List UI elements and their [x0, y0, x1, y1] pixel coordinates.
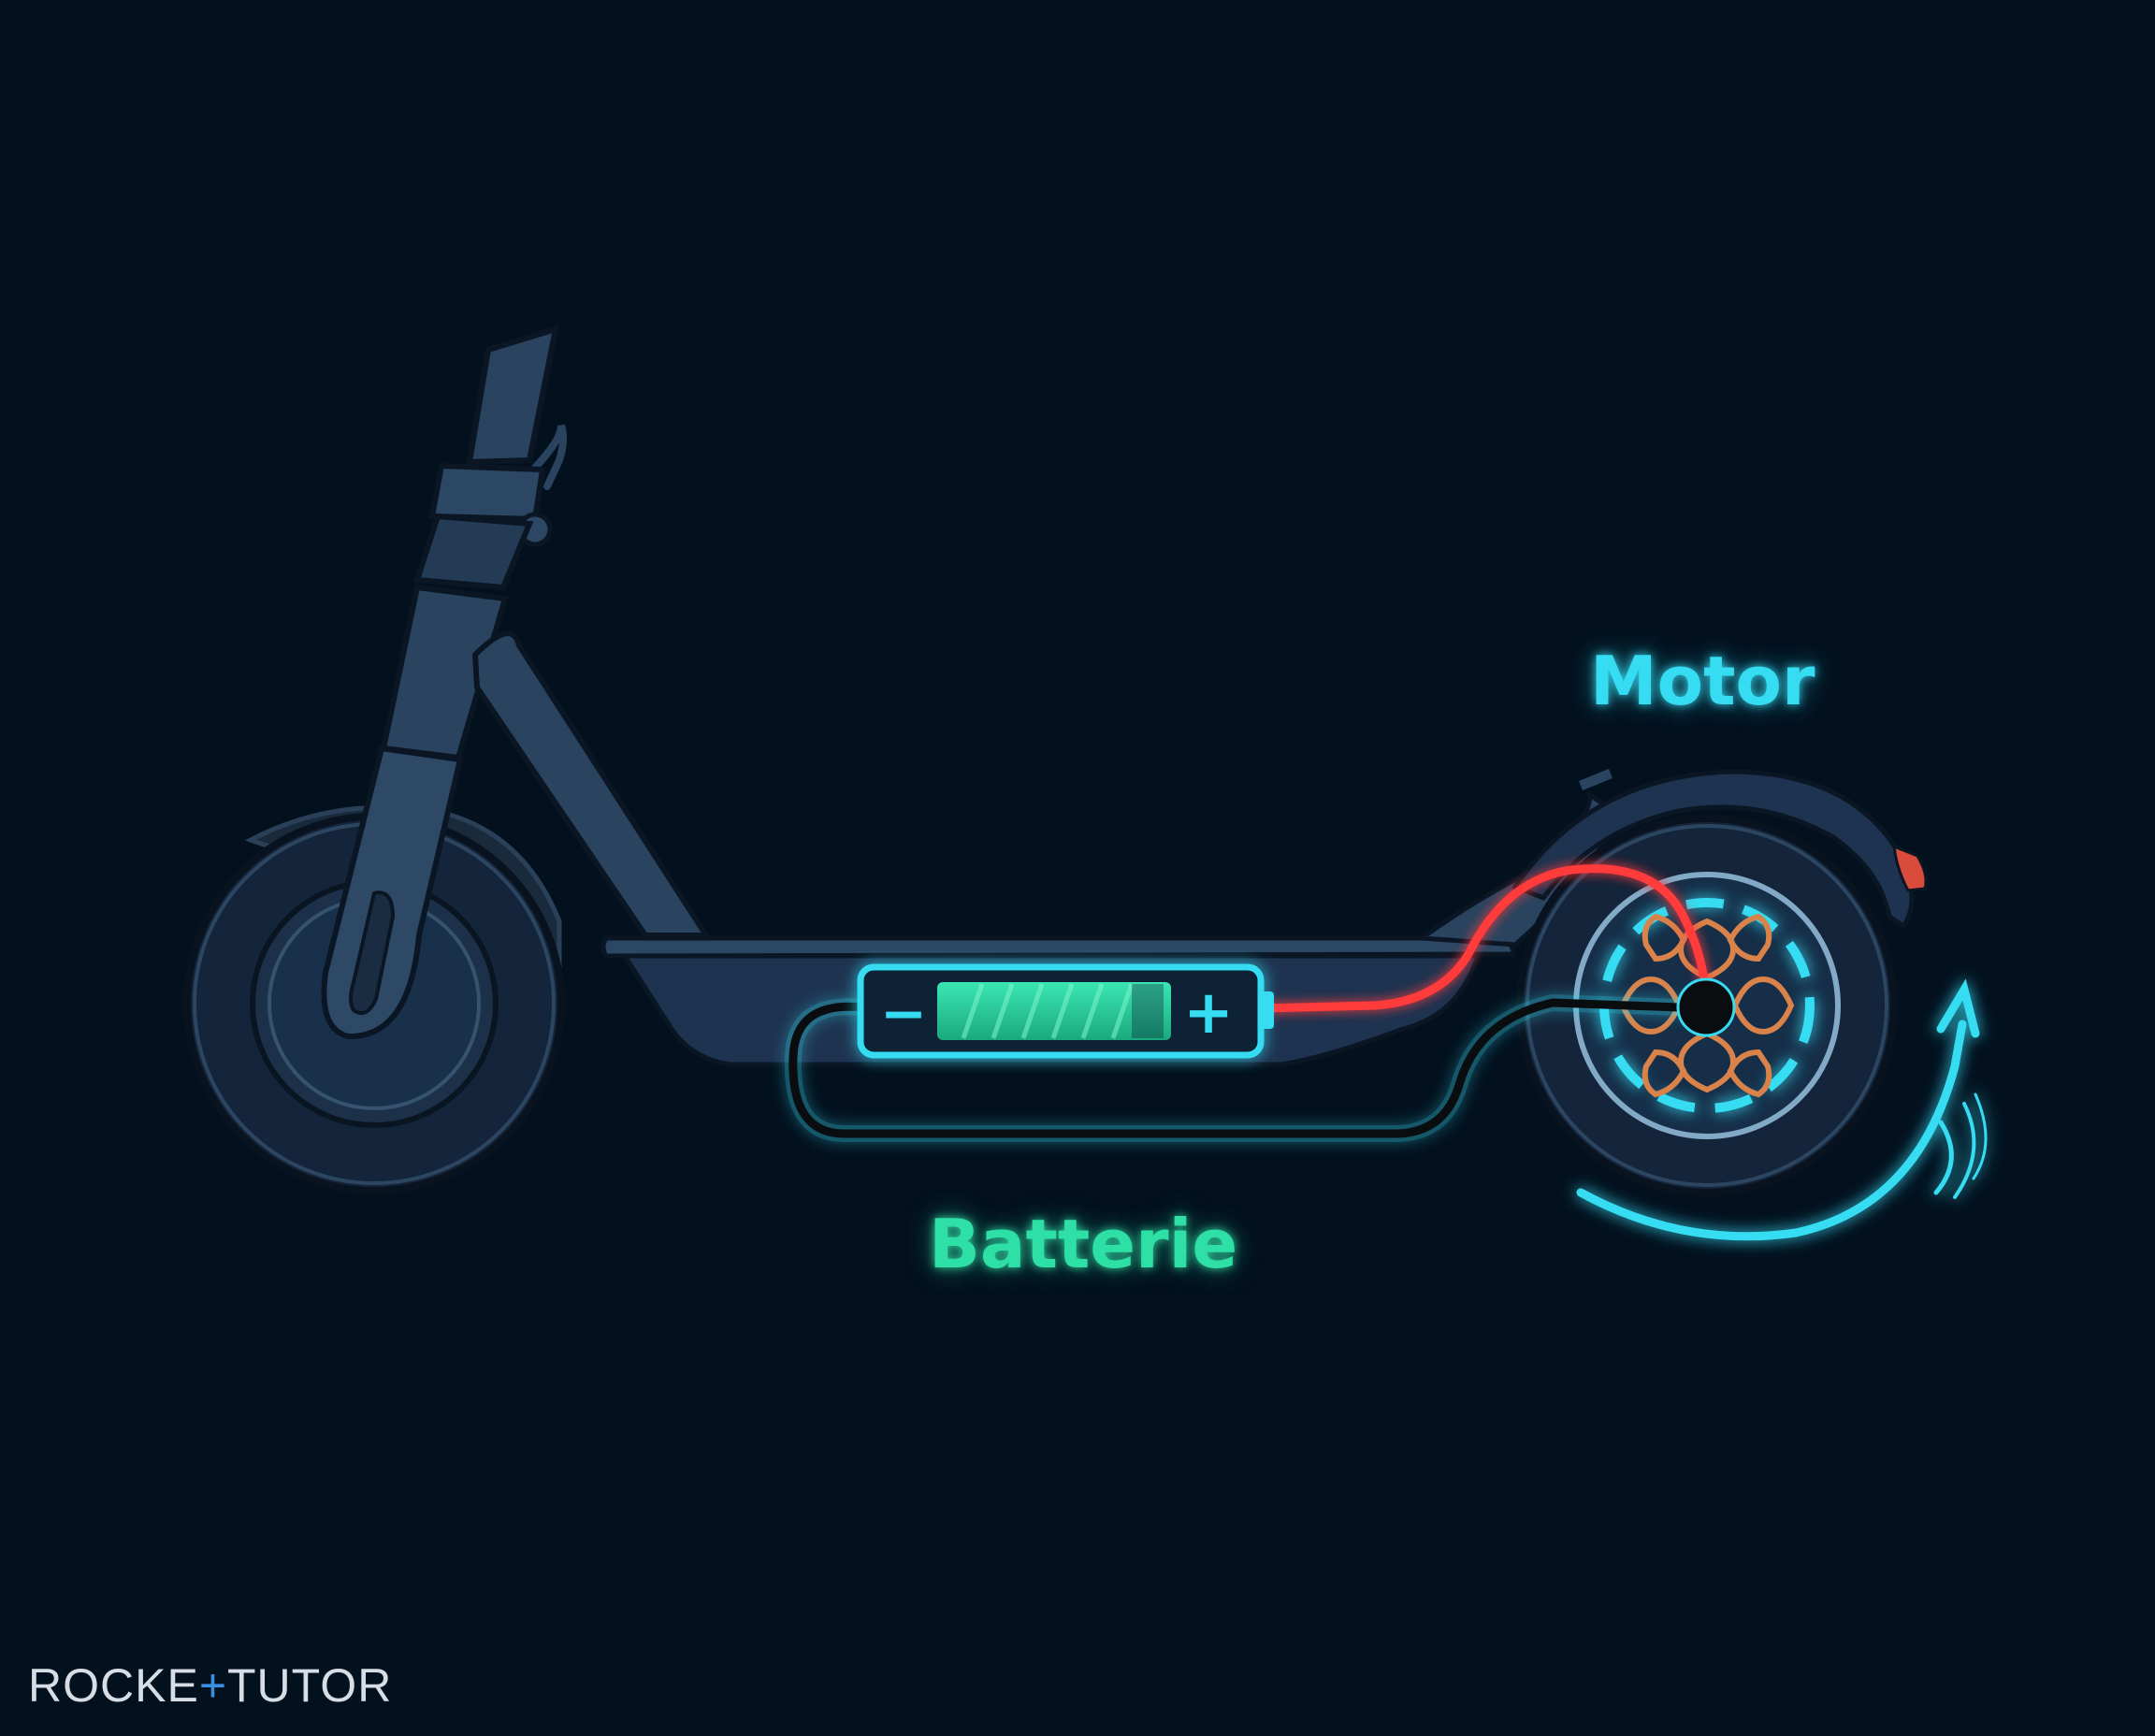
rotation-arc	[1576, 1020, 1967, 1241]
fender-tab	[1579, 769, 1613, 790]
deck-top	[600, 935, 1516, 959]
stem-clamp	[428, 462, 546, 523]
battery-highlight	[1132, 984, 1164, 1038]
black-wire-core	[788, 998, 1705, 1138]
logo-text-rocke: ROCKE	[28, 1659, 199, 1712]
red-wire	[1262, 864, 1711, 1013]
brake-lever	[531, 424, 568, 490]
curved-arrow-icon	[1576, 978, 1988, 1241]
battery-label: Batterie	[929, 1205, 1238, 1283]
battery-charge-stripes	[961, 983, 1135, 1039]
wire-junction	[1676, 977, 1736, 1037]
steering-stem	[321, 325, 712, 1040]
battery-plus-symbol: +	[1183, 978, 1234, 1048]
rear-fender	[1511, 769, 1915, 930]
rotation-arrowhead	[1936, 978, 1980, 1038]
battery-minus-symbol: −	[880, 981, 927, 1047]
rear-light	[1892, 844, 1928, 892]
wiring	[784, 864, 1736, 1142]
logo-plus: +	[198, 1659, 228, 1712]
speed-line-3	[1972, 1092, 1988, 1180]
speed-line-2	[1953, 1102, 1976, 1199]
logo-text-tuto: TUTO	[227, 1659, 358, 1712]
rear-wheel	[1511, 769, 1928, 1196]
stem-middle	[412, 513, 534, 591]
speed-line-1	[1933, 1120, 1954, 1195]
stem-brace	[471, 630, 712, 938]
logo-text-r: R	[357, 1659, 393, 1712]
battery-terminal	[1261, 991, 1274, 1029]
fork-slot	[349, 890, 396, 1015]
battery-icon: − +	[857, 963, 1274, 1059]
stem-upper	[466, 325, 559, 466]
motor-label: Motor	[1590, 642, 1815, 720]
